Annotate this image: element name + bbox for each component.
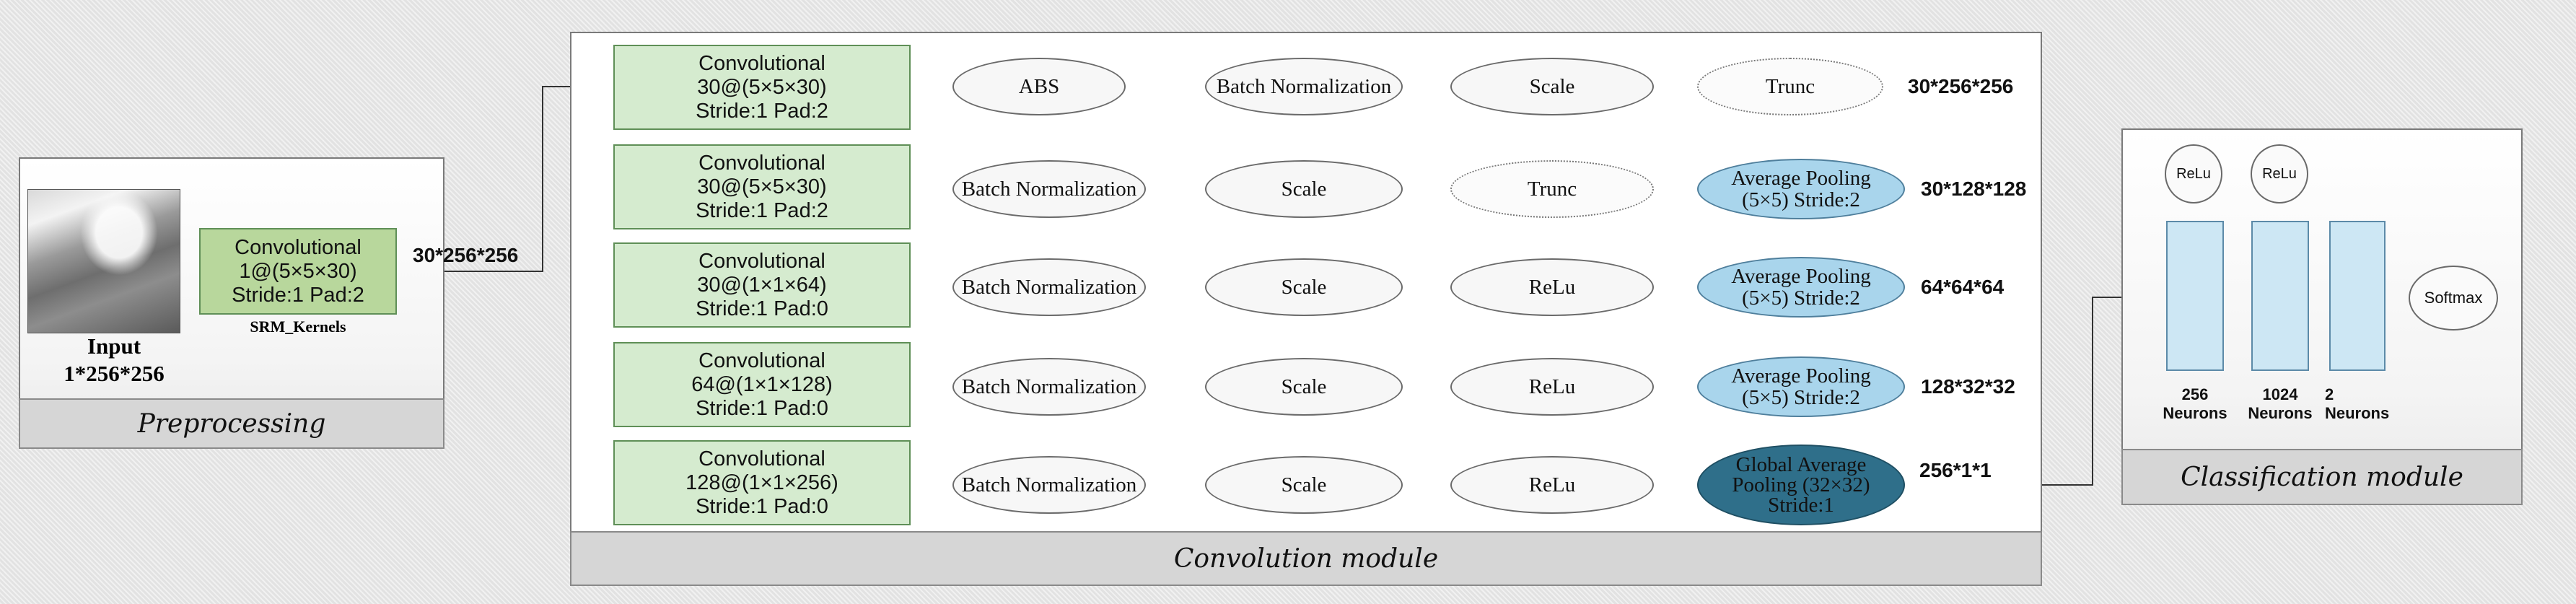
scale-op: Scale [1205,160,1403,218]
relu-op: ReLu [1450,358,1654,416]
conv-kernel: 64@(1×1×128) [691,372,833,396]
conv-title: Convolutional [698,249,825,273]
scale-op: Scale [1205,456,1403,514]
conv-block-row-4: Convolutional 64@(1×1×128) Stride:1 Pad:… [613,342,911,427]
conv-kernel: 30@(5×5×30) [697,75,827,99]
fc-layer-2-label: 2 Neurons [2325,385,2397,423]
conv-title: Convolutional [698,447,825,470]
fc-layer-1024 [2251,221,2309,371]
srm-conv-kernel: 1@(5×5×30) [239,259,357,283]
input-image [27,189,180,333]
abs-op: ABS [952,58,1126,115]
conv-title: Convolutional [698,349,825,372]
batch-normalization-op: Batch Normalization [952,160,1146,218]
neuron-unit: Neurons [2163,404,2227,422]
neuron-unit: Neurons [2248,404,2313,422]
scale-op: Scale [1205,258,1403,316]
relu-activation-2: ReLu [2251,144,2308,203]
conv-stride: Stride:1 Pad:0 [696,297,828,320]
preprocess-output-dim: 30*256*256 [413,244,519,266]
classification-caption: Classification module [2121,449,2523,505]
batch-normalization-op: Batch Normalization [952,358,1146,416]
trunc-op: Trunc [1697,58,1883,115]
scale-op: Scale [1205,358,1403,416]
fc-layer-256 [2166,221,2224,371]
conv-title: Convolutional [698,151,825,175]
conv-kernel: 30@(1×1×64) [697,273,827,297]
input-label: Input [87,333,141,359]
input-size-label: 1*256*256 [63,361,165,386]
batch-normalization-op: Batch Normalization [952,456,1146,514]
srm-conv-title: Convolutional [235,235,362,259]
average-pooling-op: Average Pooling (5×5) Stride:2 [1697,159,1905,219]
neuron-count: 1024 [2262,385,2298,403]
neuron-count: 2 [2325,385,2334,403]
fc-layer-2 [2329,221,2386,371]
srm-conv-block: Convolutional 1@(5×5×30) Stride:1 Pad:2 [199,228,397,315]
preprocessing-caption: Preprocessing [19,398,444,449]
srm-kernels-label: SRM_Kernels [250,318,346,336]
conv-block-row-3: Convolutional 30@(1×1×64) Stride:1 Pad:0 [613,242,911,328]
average-pooling-op: Average Pooling (5×5) Stride:2 [1697,356,1905,417]
trunc-op: Trunc [1450,160,1654,218]
relu-op: ReLu [1450,456,1654,514]
conv-stride: Stride:1 Pad:0 [696,494,828,518]
convolution-module-caption: Convolution module [570,531,2042,586]
relu-activation-1: ReLu [2165,144,2222,203]
conv-stride: Stride:1 Pad:2 [696,99,828,123]
neuron-count: 256 [2181,385,2209,403]
conv-kernel: 30@(5×5×30) [697,175,827,198]
global-average-pooling-op: Global Average Pooling (32×32) Stride:1 [1697,445,1905,525]
neuron-unit: Neurons [2325,404,2390,422]
conv-block-row-5: Convolutional 128@(1×1×256) Stride:1 Pad… [613,440,911,525]
average-pooling-op: Average Pooling (5×5) Stride:2 [1697,257,1905,318]
scale-op: Scale [1450,58,1654,115]
row-1-output-dim: 30*256*256 [1908,75,2014,97]
conv-title: Convolutional [698,51,825,75]
fc-layer-256-label: 256 Neurons [2152,385,2238,423]
conv-kernel: 128@(1×1×256) [685,470,838,494]
batch-normalization-op: Batch Normalization [952,258,1146,316]
conv-block-row-1: Convolutional 30@(5×5×30) Stride:1 Pad:2 [613,45,911,130]
row-3-output-dim: 64*64*64 [1921,276,2005,298]
fc-layer-1024-label: 1024 Neurons [2237,385,2323,423]
softmax-node: Softmax [2409,266,2498,331]
relu-op: ReLu [1450,258,1654,316]
conv-stride: Stride:1 Pad:2 [696,198,828,222]
row-2-output-dim: 30*128*128 [1921,178,2027,200]
row-5-output-dim: 256*1*1 [1919,459,1992,481]
srm-conv-stride: Stride:1 Pad:2 [232,283,364,307]
conv-block-row-2: Convolutional 30@(5×5×30) Stride:1 Pad:2 [613,144,911,229]
batch-normalization-op: Batch Normalization [1205,58,1403,115]
row-4-output-dim: 128*32*32 [1921,375,2015,398]
conv-stride: Stride:1 Pad:0 [696,396,828,420]
